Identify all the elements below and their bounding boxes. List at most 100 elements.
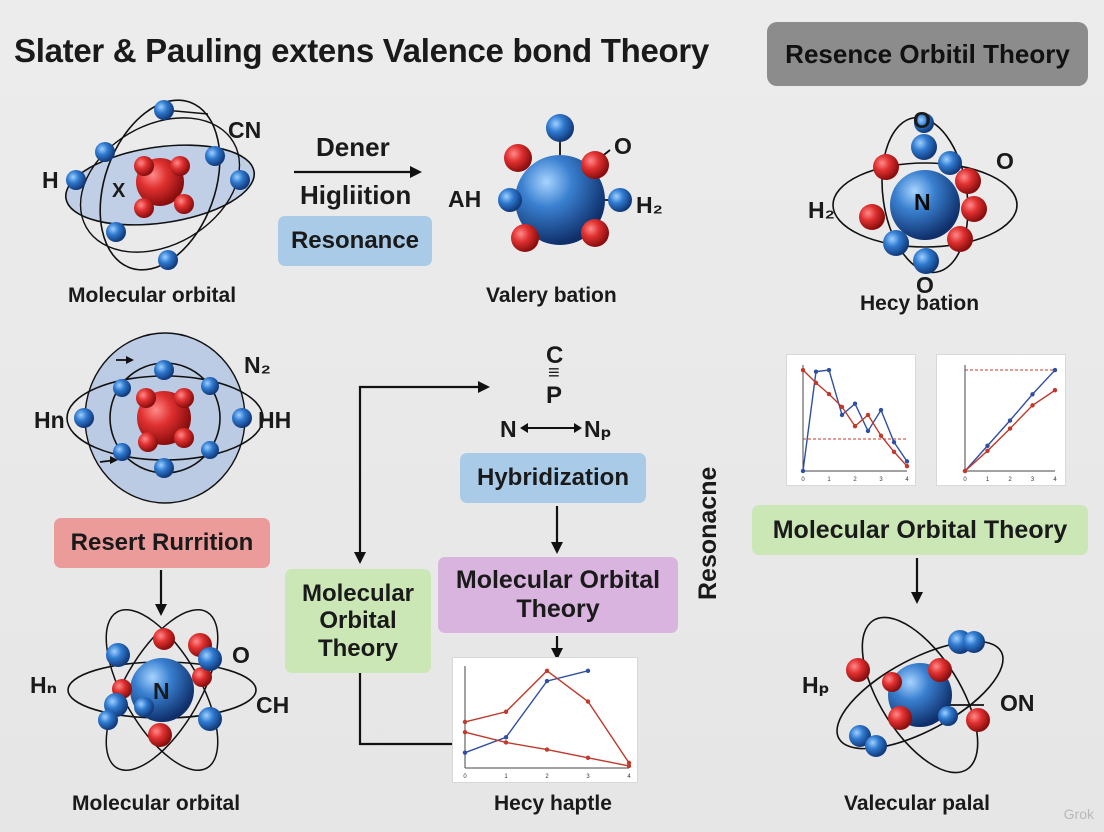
chart-tick-label: 2 <box>1008 477 1012 483</box>
chart-point <box>544 747 550 752</box>
chart-tick-label: 3 <box>586 774 590 780</box>
caption-top-right: Hecy bation <box>860 292 980 315</box>
vertical-label-resonacne: Resonacne <box>690 467 730 620</box>
chart-point <box>585 668 591 674</box>
watermark: Grok <box>1063 806 1094 822</box>
chart-point <box>462 719 468 725</box>
chart-point <box>585 755 591 760</box>
chart-point <box>1007 418 1013 423</box>
chart-point <box>1052 367 1058 373</box>
chart-point <box>878 433 884 438</box>
chart-point <box>585 699 591 704</box>
arrow-label-dener: Dener <box>316 132 390 162</box>
caption-top-center: Valery bation <box>486 284 617 307</box>
atom-label-x: X <box>112 180 126 202</box>
atom-label-ch: CH <box>256 692 290 718</box>
caption-top-left: Molecular orbital <box>68 284 237 307</box>
atom-label-o-top: O <box>913 107 931 133</box>
chart-point <box>865 412 871 418</box>
resert-rurrition-tag: Resert Rurrition <box>54 518 270 568</box>
chart-point <box>813 380 819 386</box>
chart-point <box>826 391 832 397</box>
chart-point <box>839 404 845 410</box>
molecule-diagram-5 <box>67 609 257 771</box>
molecule-diagram-6 <box>836 616 1004 774</box>
atom-label-h2-right: H₂ <box>808 197 835 223</box>
molecule-diagram-2 <box>498 114 632 252</box>
chart-point <box>985 443 990 448</box>
atom-label-ah: AH <box>448 186 482 212</box>
chart-tick-label: 3 <box>1031 477 1035 483</box>
chart-point <box>852 401 858 406</box>
chart-point <box>800 367 806 373</box>
page-title: Slater & Pauling extens Valence bond The… <box>14 32 709 69</box>
atom-label-h2: H₂ <box>636 192 663 218</box>
chart-point <box>904 463 910 469</box>
molecule-diagram-4 <box>66 332 264 504</box>
right-arrow <box>294 166 422 178</box>
mo-theory-purple-tag: Molecular Orbital Theory <box>438 557 678 633</box>
chart-point <box>852 423 858 429</box>
atom-label-o-right: O <box>996 148 1014 174</box>
chart-point <box>462 730 468 735</box>
chart-tick-label: 0 <box>963 477 967 483</box>
chart-point <box>904 459 910 464</box>
center-label-c: C <box>546 342 564 369</box>
chart-panel-right: 0 1 2 3 4 <box>936 354 1066 486</box>
chart-tick-label: 1 <box>504 774 508 780</box>
chart-series-line-1 <box>802 369 908 467</box>
down-arrow-center-2 <box>551 636 563 660</box>
chart-point <box>626 763 632 769</box>
molecule-diagram-1 <box>64 99 256 271</box>
caption-bottom-right: Valecular palal <box>844 792 990 815</box>
atom-label-hp: Hₚ <box>802 672 830 698</box>
chart-point <box>462 750 468 755</box>
chart-point <box>503 709 509 714</box>
atom-label-hn: Hn <box>34 407 65 433</box>
chart-tick-label: 4 <box>1053 477 1057 483</box>
center-label-p: P <box>546 382 563 409</box>
chart-tick-label: 0 <box>801 477 805 483</box>
chart-point <box>813 369 819 374</box>
top-right-title-box: Resence Orbitil Theory <box>767 22 1088 86</box>
chart-point <box>985 448 990 454</box>
mo-theory-green-tag: Molecular Orbital Theory <box>285 569 431 673</box>
atom-label-o: O <box>614 133 632 159</box>
chart-point <box>1052 388 1058 393</box>
chart-point <box>1007 426 1013 431</box>
chart-point <box>626 760 632 766</box>
atom-label-n2: N₂ <box>244 352 271 378</box>
chart-series-line-0 <box>464 670 589 754</box>
chart-point <box>839 412 845 418</box>
chart-tick-label: 4 <box>627 774 631 780</box>
line-chart-right: 0 1 2 3 4 <box>962 365 1058 483</box>
chart-point <box>800 468 806 474</box>
atom-label-h: H <box>42 167 59 193</box>
chart-point <box>962 468 968 474</box>
chart-tick-label: 1 <box>986 477 990 483</box>
molecule-diagram-3 <box>832 113 1018 274</box>
chart-point <box>503 735 509 740</box>
down-arrow-right <box>911 558 923 604</box>
chart-point <box>826 367 832 373</box>
arrow-label-higlition: Higliition <box>300 180 412 210</box>
atom-label-hn-bottom: Hₙ <box>30 672 58 698</box>
chart-tick-label: 3 <box>879 477 883 483</box>
double-arrow <box>520 423 582 433</box>
chart-point <box>544 678 550 684</box>
resonance-tag: Resonance <box>278 216 432 266</box>
chart-tick-label: 2 <box>545 774 549 780</box>
mo-theory-right-tag: Molecular Orbital Theory <box>752 505 1088 555</box>
chart-tick-label: 4 <box>905 477 909 483</box>
chart-point <box>865 428 871 434</box>
chart-point <box>878 407 884 413</box>
atom-label-o-bottom-left: O <box>232 642 250 668</box>
chart-point <box>891 449 897 454</box>
center-label-n: N <box>500 416 517 442</box>
down-arrow-center-1 <box>551 506 563 554</box>
chart-tick-label: 1 <box>827 477 831 483</box>
